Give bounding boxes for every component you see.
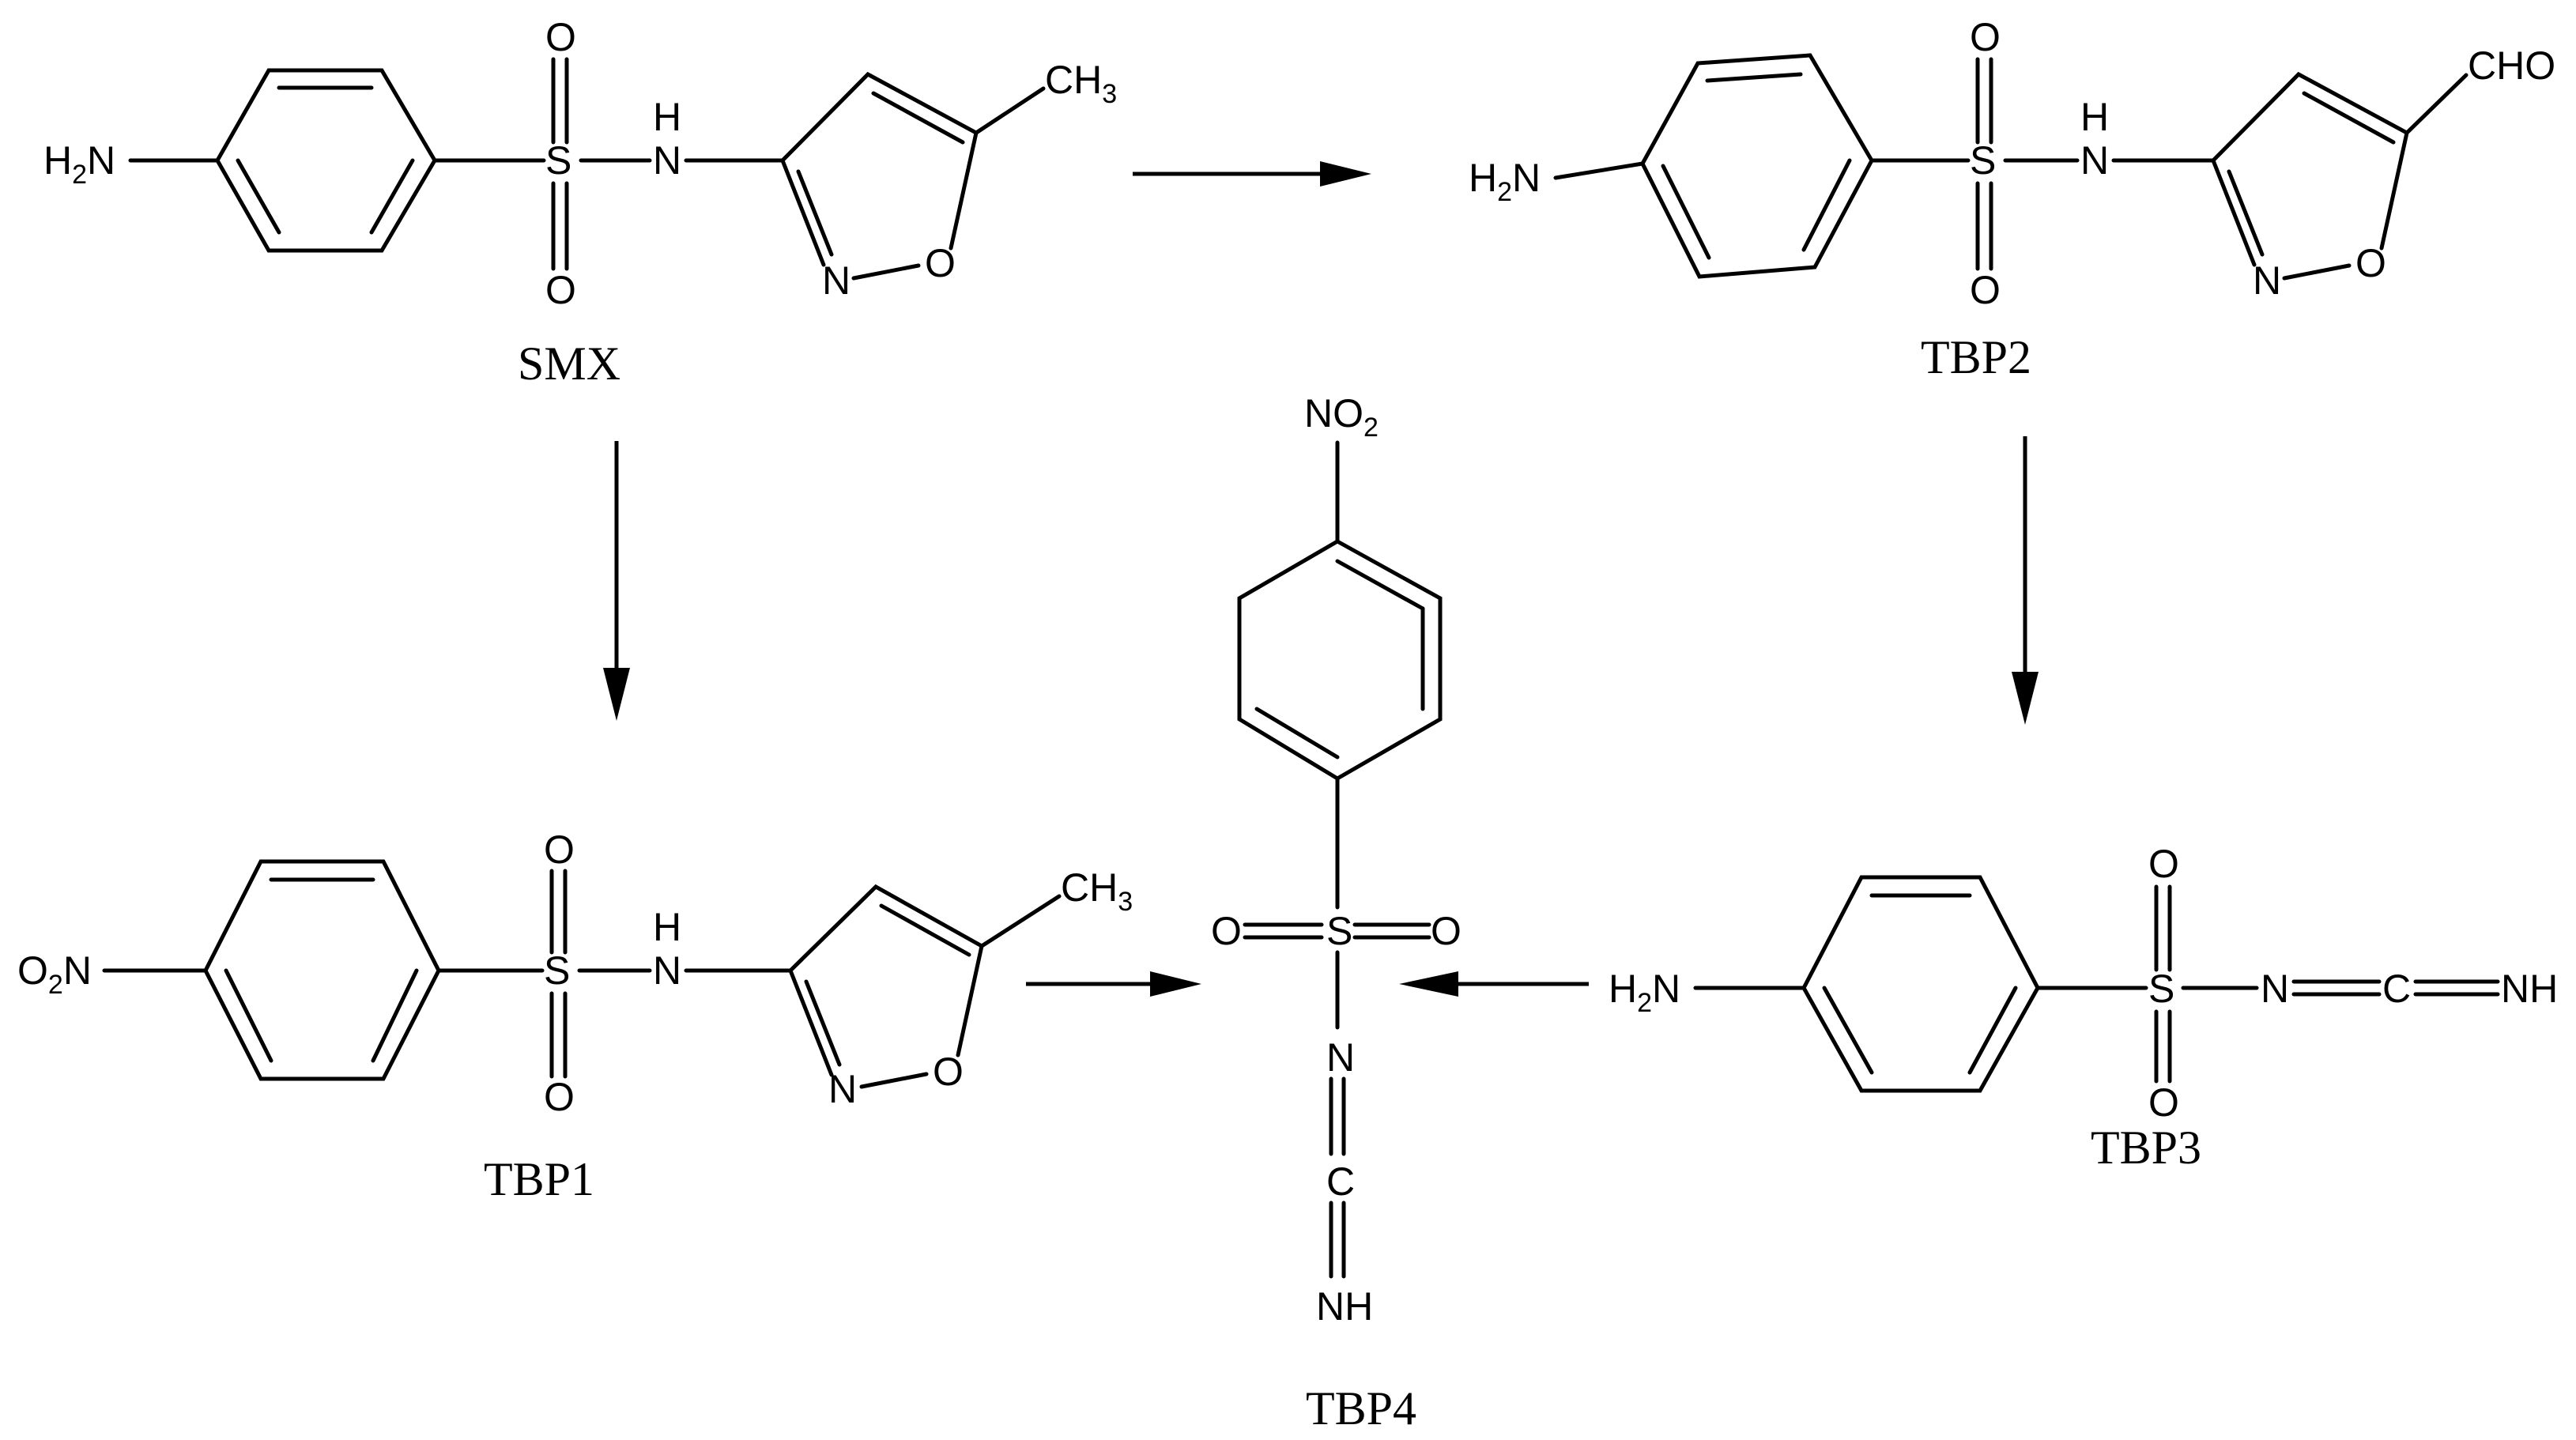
tbp4-sulfur: S bbox=[1326, 909, 1352, 953]
tbp2-nh-h: H bbox=[2080, 95, 2109, 139]
tbp3-n: N bbox=[2261, 967, 2289, 1011]
compound-tbp4: NO2 S O O N C NH TBP4 bbox=[1211, 391, 1461, 1434]
arrow-smx-to-tbp2 bbox=[1133, 161, 1371, 187]
smx-oxo-bottom: O bbox=[545, 268, 576, 312]
tbp3-imine-nh: NH bbox=[2501, 967, 2558, 1011]
tbp2-caption: TBP2 bbox=[1921, 331, 2031, 383]
tbp3-caption: TBP3 bbox=[2091, 1121, 2201, 1174]
tbp1-nh-h: H bbox=[653, 905, 681, 949]
tbp3-sulfur: S bbox=[2148, 967, 2174, 1011]
tbp1-ring-o: O bbox=[933, 1050, 964, 1094]
tbp1-sulfur: S bbox=[544, 948, 570, 993]
smx-nh-n: N bbox=[653, 138, 681, 183]
tbp2-oxo-top: O bbox=[1970, 15, 2001, 59]
arrow-tbp3-to-tbp4 bbox=[1399, 971, 1589, 997]
smx-ring-o: O bbox=[925, 241, 956, 285]
tbp3-oxo-top: O bbox=[2148, 842, 2179, 886]
tbp2-amine-label: H2N bbox=[1469, 156, 1541, 207]
compound-tbp1: O2N S O O H N N O CH3 TBP1 bbox=[17, 827, 1133, 1205]
tbp4-oxo-right: O bbox=[1431, 909, 1461, 953]
compound-smx: H2N S O O H N N O CH3 SMX bbox=[43, 15, 1117, 390]
smx-oxo-top: O bbox=[545, 15, 576, 59]
tbp1-nh-n: N bbox=[653, 948, 681, 993]
smx-methyl: CH3 bbox=[1045, 58, 1117, 109]
arrow-smx-to-tbp1 bbox=[603, 441, 630, 721]
tbp2-nh-n: N bbox=[2080, 138, 2109, 183]
tbp1-methyl: CH3 bbox=[1061, 865, 1133, 917]
tbp3-carbon: C bbox=[2382, 967, 2411, 1011]
tbp2-oxo-bottom: O bbox=[1970, 268, 2001, 312]
tbp4-imine-nh: NH bbox=[1316, 1284, 1373, 1329]
compound-tbp2: H2N S O O H N N O CHO TBP2 bbox=[1469, 15, 2555, 383]
compound-tbp3: H2N S O O N C NH TBP3 bbox=[1609, 842, 2558, 1174]
tbp1-ring-n: N bbox=[828, 1067, 857, 1111]
tbp2-ring-o: O bbox=[2355, 241, 2386, 285]
tbp4-carbon: C bbox=[1326, 1159, 1355, 1204]
arrow-tbp1-to-tbp4 bbox=[1026, 971, 1201, 997]
tbp3-oxo-bottom: O bbox=[2148, 1080, 2179, 1125]
tbp3-amine-label: H2N bbox=[1609, 967, 1680, 1018]
tbp2-ring-n: N bbox=[2253, 258, 2281, 303]
smx-caption: SMX bbox=[518, 337, 620, 390]
smx-sulfur: S bbox=[545, 138, 571, 183]
tbp2-sulfur: S bbox=[1970, 138, 1996, 183]
tbp4-oxo-left: O bbox=[1211, 909, 1242, 953]
tbp1-oxo-top: O bbox=[544, 827, 575, 872]
smx-ring-n: N bbox=[822, 258, 850, 303]
tbp4-imine-n: N bbox=[1326, 1035, 1355, 1080]
smx-nh-h: H bbox=[653, 95, 681, 139]
tbp1-caption: TBP1 bbox=[484, 1153, 594, 1205]
tbp1-nitro-label: O2N bbox=[17, 948, 92, 1000]
tbp1-oxo-bottom: O bbox=[544, 1075, 575, 1119]
tbp4-caption: TBP4 bbox=[1306, 1382, 1416, 1434]
smx-amine-label: H2N bbox=[43, 138, 115, 190]
tbp4-nitro-label: NO2 bbox=[1304, 391, 1379, 443]
tbp2-aldehyde: CHO bbox=[2468, 43, 2555, 88]
arrow-tbp2-to-tbp3 bbox=[2012, 436, 2039, 725]
